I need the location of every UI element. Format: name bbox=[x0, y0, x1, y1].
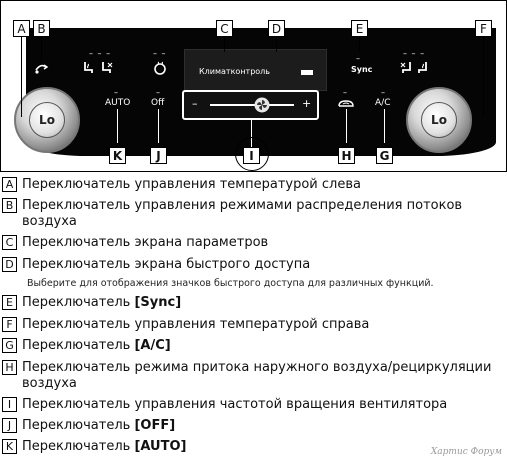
callout-a: A bbox=[13, 20, 30, 37]
parameter-screen-button[interactable]: Климатконтроль bbox=[184, 49, 327, 91]
right-seat-heat-icon[interactable] bbox=[417, 61, 429, 75]
leader-d bbox=[276, 37, 277, 52]
legend-key-f: F bbox=[2, 317, 17, 332]
right-temperature-knob[interactable]: Lo bbox=[406, 87, 472, 153]
leader-i bbox=[251, 119, 252, 147]
legend-btn-g: [A/C] bbox=[134, 338, 171, 353]
callout-f: F bbox=[475, 20, 492, 37]
left-seat-heat-icon[interactable] bbox=[82, 61, 94, 75]
callout-j: J bbox=[150, 147, 167, 164]
legend-row-g: G Переключатель [A/C] bbox=[2, 338, 505, 354]
airflow-mode-icon[interactable] bbox=[33, 61, 49, 75]
fan-icon[interactable] bbox=[254, 97, 270, 113]
ac-indicator: – bbox=[381, 88, 386, 97]
legend-text-c: Переключатель экрана параметров bbox=[22, 235, 269, 250]
legend-text-j: Переключатель bbox=[22, 418, 135, 433]
screen-label: Климатконтроль bbox=[199, 67, 271, 76]
legend-text-e: Переключатель bbox=[22, 295, 135, 310]
fan-minus[interactable]: – bbox=[192, 97, 198, 110]
legend-text-b: Переключатель управления режимами распре… bbox=[22, 198, 463, 229]
legend-row-d: D Переключатель экрана быстрого доступа bbox=[2, 257, 505, 273]
callout-g: G bbox=[376, 147, 393, 164]
callout-c: C bbox=[216, 20, 233, 37]
legend-key-g: G bbox=[2, 338, 17, 353]
leader-e bbox=[359, 37, 360, 52]
legend-key-k: K bbox=[2, 439, 17, 454]
leader-a bbox=[21, 37, 22, 117]
legend-text-f: Переключатель управления температурой сп… bbox=[22, 317, 370, 332]
legend-row-b: B Переключатель управления режимами распр… bbox=[2, 198, 505, 230]
legend-text-k: Переключатель bbox=[22, 439, 135, 454]
left-knob-display: Lo bbox=[29, 102, 65, 138]
callout-d: D bbox=[268, 20, 285, 37]
off-button[interactable]: Off bbox=[151, 98, 165, 108]
callout-b: B bbox=[33, 20, 50, 37]
callout-k: K bbox=[109, 147, 126, 164]
legend-row-e: E Переключатель [Sync] bbox=[2, 295, 505, 311]
legend-text-d: Переключатель экрана быстрого доступа bbox=[22, 257, 311, 272]
legend-row-i: I Переключатель управления частотой враще… bbox=[2, 397, 505, 413]
legend-key-h: H bbox=[2, 360, 17, 375]
right-seat-vent-icon[interactable] bbox=[399, 61, 413, 75]
recirculation-icon[interactable] bbox=[337, 99, 355, 109]
leader-h bbox=[346, 109, 347, 143]
legend-key-e: E bbox=[2, 295, 17, 310]
legend-row-c: C Переключатель экрана параметров bbox=[2, 235, 505, 251]
ac-button[interactable]: A/C bbox=[375, 98, 391, 108]
legend-text-a: Переключатель управления температурой сл… bbox=[22, 177, 361, 192]
callout-i-ring bbox=[235, 137, 269, 171]
steering-heat-dashes: – – bbox=[153, 49, 167, 58]
legend-text-g: Переключатель bbox=[22, 338, 135, 353]
callout-e: E bbox=[351, 20, 368, 37]
fan-plus[interactable]: + bbox=[302, 97, 312, 110]
forum-watermark: Хартис Форум bbox=[430, 447, 502, 457]
legend-row-h: H Переключатель режима притока наружного … bbox=[2, 360, 505, 392]
legend-key-a: A bbox=[2, 177, 17, 192]
legend-row-j: J Переключатель [OFF] bbox=[2, 418, 505, 434]
legend-row-k: K Переключатель [AUTO] bbox=[2, 439, 505, 455]
leader-k bbox=[117, 109, 118, 143]
right-seat-dashes: – – – bbox=[403, 49, 426, 58]
auto-button[interactable]: AUTO bbox=[105, 98, 131, 108]
sync-indicator: – bbox=[356, 54, 361, 63]
legend-btn-j: [OFF] bbox=[134, 418, 176, 433]
legend-row-f: F Переключатель управления температурой с… bbox=[2, 317, 505, 333]
legend-key-i: I bbox=[2, 397, 17, 412]
legend-text-h: Переключатель режима притока наружного в… bbox=[22, 360, 492, 391]
sync-button[interactable]: Sync bbox=[351, 65, 373, 74]
off-indicator: – bbox=[156, 88, 161, 97]
legend-key-b: B bbox=[2, 198, 17, 213]
legend-key-j: J bbox=[2, 418, 17, 433]
fan-track bbox=[210, 104, 294, 106]
left-seat-dashes: – – – bbox=[89, 49, 112, 58]
quick-access-icon[interactable] bbox=[301, 70, 313, 75]
steering-heat-icon[interactable] bbox=[153, 61, 167, 75]
legend-note-d: Выберите для отображения значков быстрог… bbox=[27, 278, 434, 289]
legend-key-c: C bbox=[2, 235, 17, 250]
fan-speed-slider[interactable]: – + bbox=[182, 90, 319, 120]
leader-b bbox=[41, 37, 42, 62]
left-temperature-knob[interactable]: Lo bbox=[14, 87, 80, 153]
legend-row-a: A Переключатель управления температурой с… bbox=[2, 177, 505, 193]
auto-indicator: – bbox=[114, 88, 119, 97]
leader-g bbox=[384, 109, 385, 143]
legend-btn-e: [Sync] bbox=[134, 295, 182, 310]
legend-btn-k: [AUTO] bbox=[134, 439, 187, 454]
climate-control-diagram: Lo Lo Климатконтроль – – – – – – Sync bbox=[0, 0, 507, 172]
callout-h: H bbox=[338, 147, 355, 164]
left-seat-vent-icon[interactable] bbox=[100, 61, 114, 75]
leader-c bbox=[224, 37, 225, 52]
legend-text-i: Переключатель управления частотой вращен… bbox=[22, 397, 448, 412]
recirc-indicator: – bbox=[343, 88, 348, 97]
leader-f bbox=[483, 37, 484, 117]
legend-key-d: D bbox=[2, 257, 17, 272]
leader-j bbox=[158, 109, 159, 143]
right-knob-display: Lo bbox=[421, 102, 457, 138]
